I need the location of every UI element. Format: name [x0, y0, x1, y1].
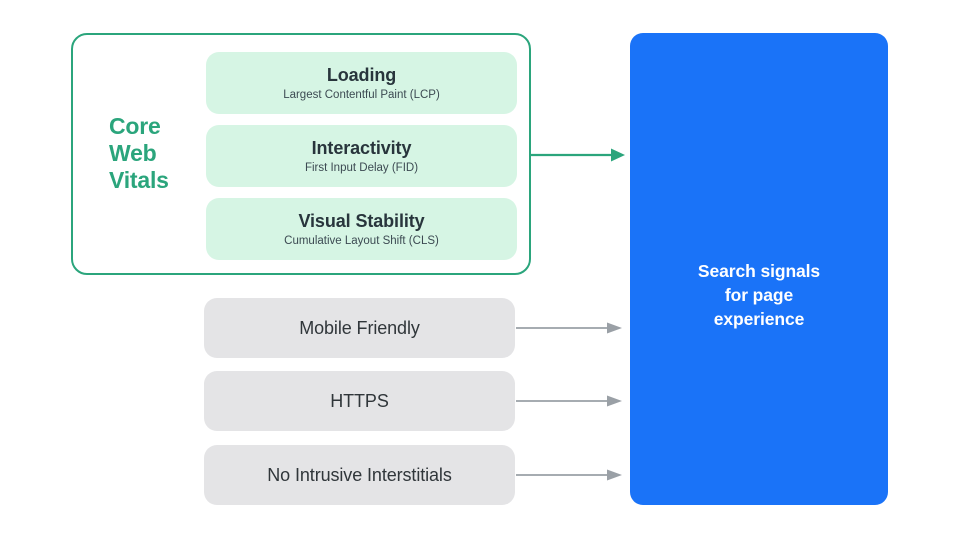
core-web-vitals-label-line-3: Vitals [109, 167, 169, 194]
search-signals-line-1: Search signals [697, 261, 821, 281]
metric-subtitle: Largest Contentful Paint (LCP) [283, 88, 440, 101]
metric-card-visual-stability[interactable]: Visual Stability Cumulative Layout Shift… [206, 198, 517, 260]
metric-card-loading[interactable]: Loading Largest Contentful Paint (LCP) [206, 52, 517, 114]
signal-box-mobile-friendly[interactable]: Mobile Friendly [204, 298, 515, 358]
metric-title: Loading [326, 64, 397, 85]
search-signals-label: Search signals for page experience [630, 259, 888, 331]
core-web-vitals-label-line-2: Web [109, 140, 157, 167]
search-signals-line-3: experience [713, 309, 805, 329]
search-signals-line-2: for page [724, 285, 794, 305]
arrow-https-to-destination [516, 395, 622, 407]
arrow-no-intrusive-interstitials-to-destination [516, 469, 622, 481]
signal-box-label: Mobile Friendly [299, 317, 420, 338]
signal-box-label: No Intrusive Interstitials [267, 464, 452, 485]
search-signals-box[interactable]: Search signals for page experience [630, 33, 888, 505]
metric-title: Visual Stability [298, 210, 425, 231]
signal-box-https[interactable]: HTTPS [204, 371, 515, 431]
signal-box-no-intrusive-interstitials[interactable]: No Intrusive Interstitials [204, 445, 515, 505]
metric-subtitle: First Input Delay (FID) [304, 161, 419, 174]
core-web-vitals-label-line-1: Core [109, 113, 161, 139]
metric-title: Interactivity [311, 137, 412, 158]
arrow-mobile-friendly-to-destination [516, 322, 622, 334]
metric-subtitle: Cumulative Layout Shift (CLS) [284, 234, 439, 247]
arrow-core-web-vitals-to-destination [531, 148, 625, 162]
signal-box-label: HTTPS [330, 390, 389, 411]
metric-card-interactivity[interactable]: Interactivity First Input Delay (FID) [206, 125, 517, 187]
